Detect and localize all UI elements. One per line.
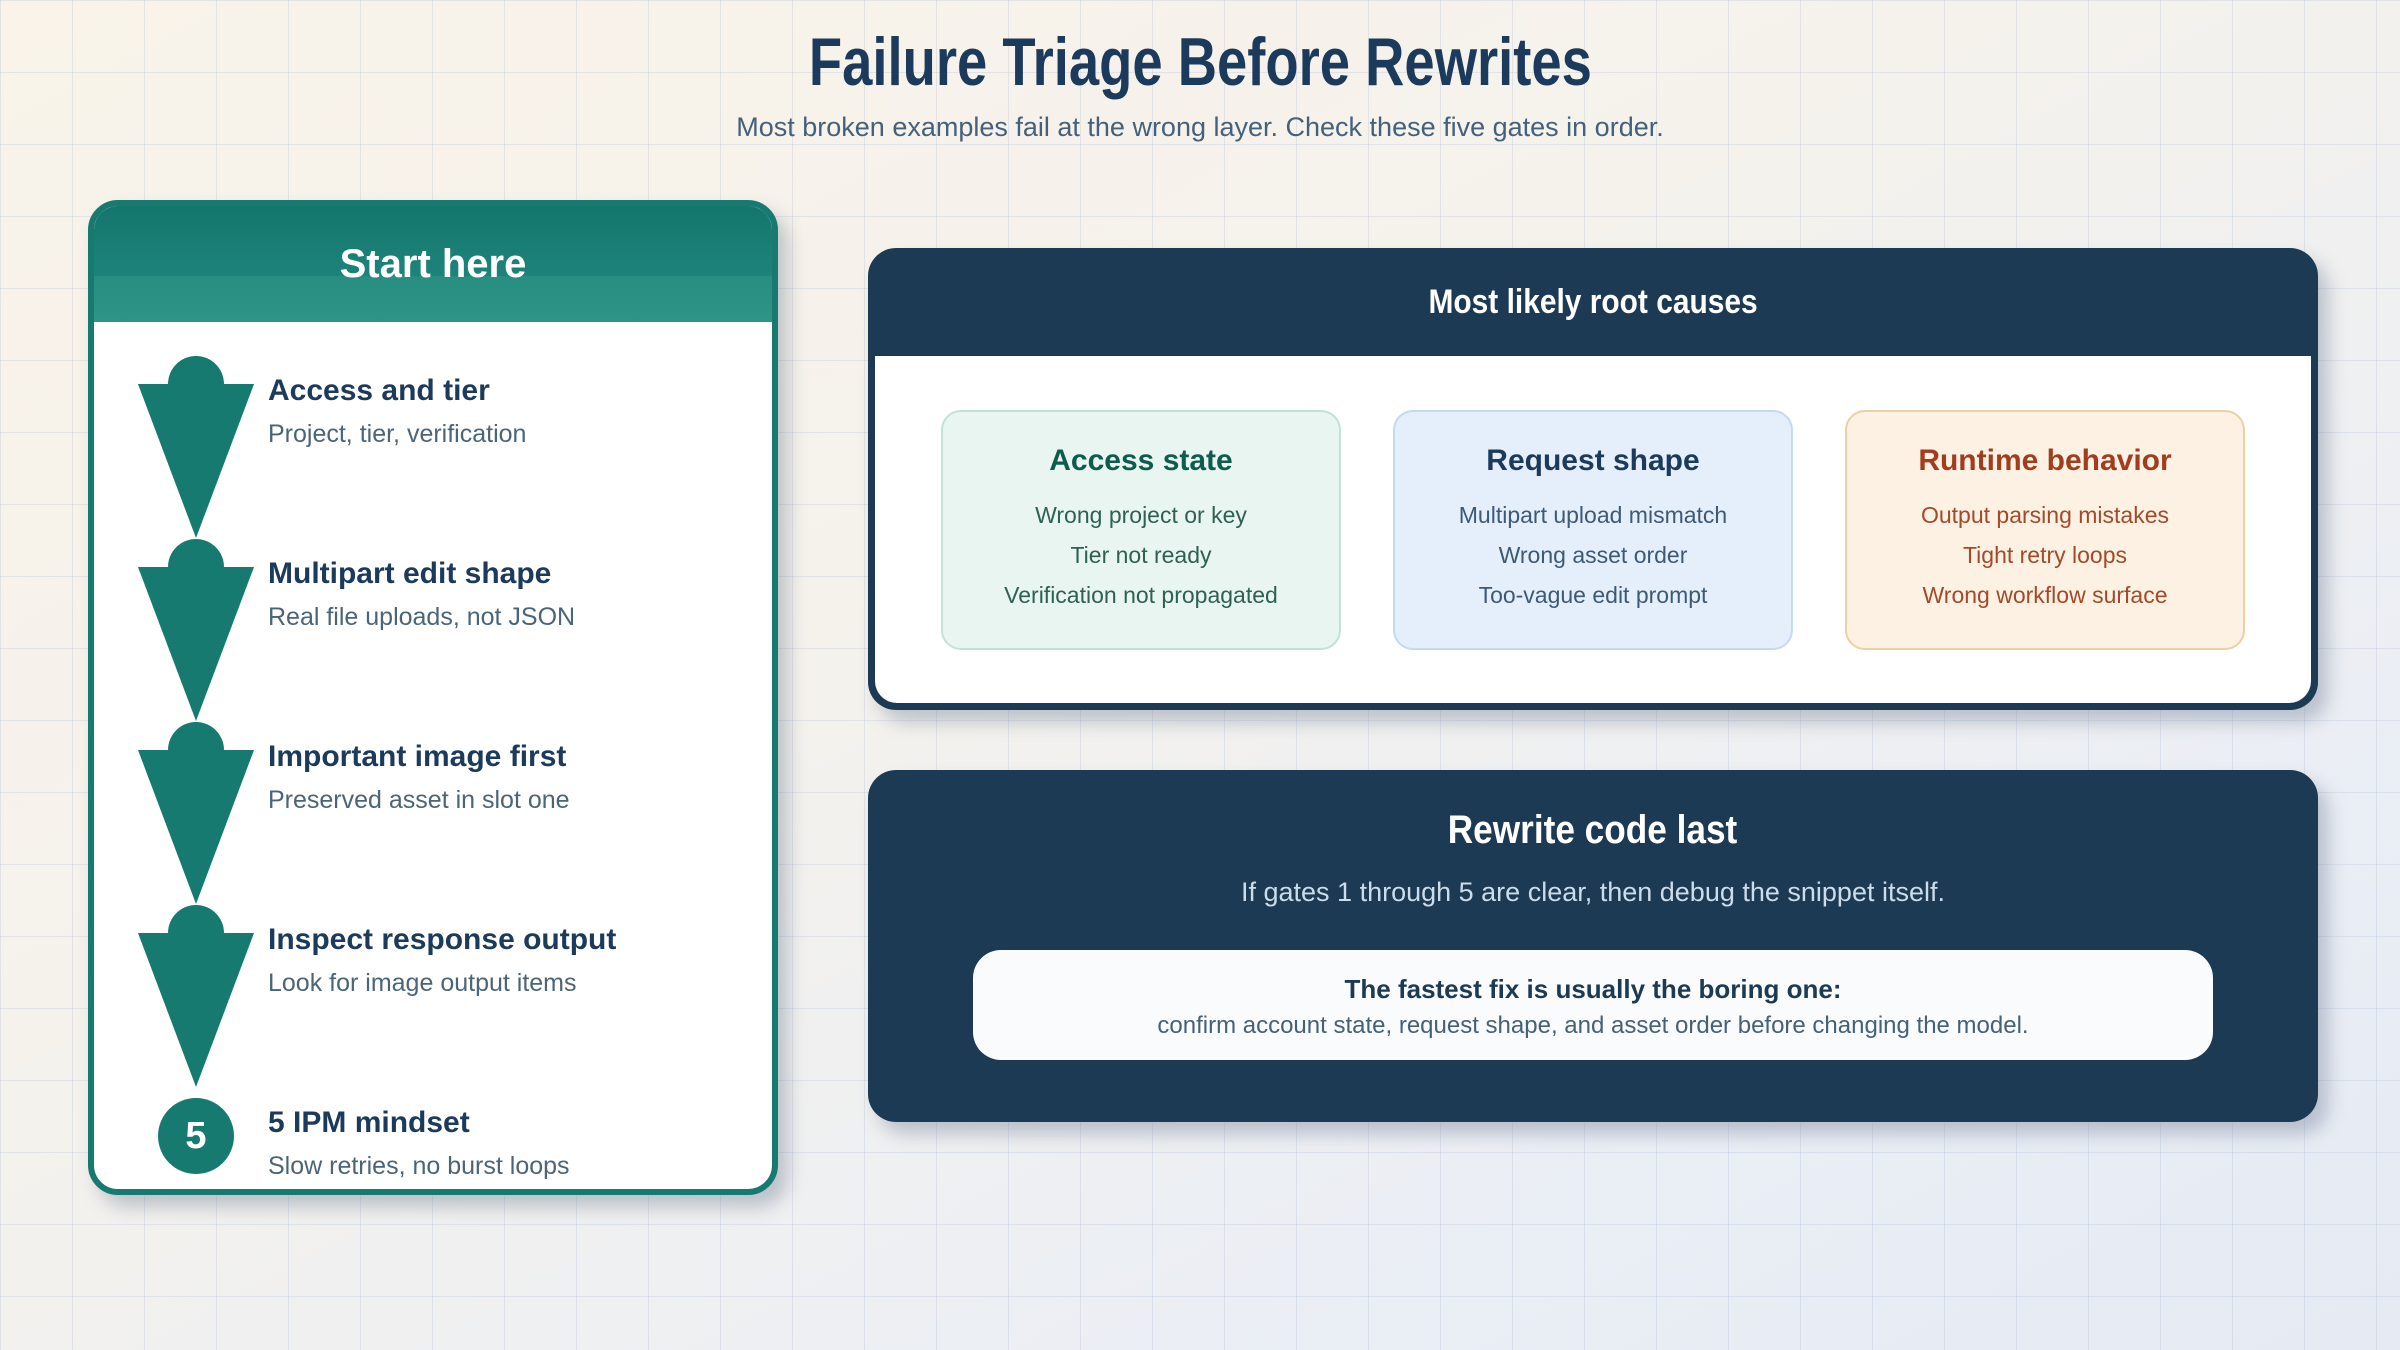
- rewrite-panel-title-text: Rewrite code last: [1448, 808, 1738, 852]
- step-desc: Slow retries, no burst loops: [268, 1152, 570, 1180]
- step-3-icon-col: [134, 722, 258, 915]
- rewrite-panel: Rewrite code last If gates 1 through 5 a…: [868, 770, 2318, 1122]
- step-desc: Look for image output items: [268, 969, 577, 997]
- card-item: Wrong workflow surface: [1922, 581, 2168, 608]
- card-item: Output parsing mistakes: [1920, 501, 2169, 528]
- step-2-icon-col: [134, 539, 258, 732]
- card-item: Verification not propagated: [1004, 581, 1278, 608]
- page-subtitle: Most broken examples fail at the wrong l…: [736, 112, 1664, 142]
- step-title: Important image first: [268, 740, 567, 773]
- root-causes-body: Access state Wrong project or key Tier n…: [875, 356, 2311, 703]
- card-item: Tier not ready: [1070, 541, 1212, 568]
- page-title: Failure Triage Before Rewrites: [0, 28, 2400, 96]
- card-item: Multipart upload mismatch: [1458, 501, 1728, 528]
- step-inspect-response-output: Inspect response output Look for image o…: [134, 905, 772, 1098]
- funnel-arrow-icon: [138, 905, 254, 1087]
- card-runtime-behavior: Runtime behavior Output parsing mistakes…: [1845, 409, 2245, 650]
- rewrite-note-card: The fastest fix is usually the boring on…: [973, 950, 2213, 1060]
- page-title-text: Failure Triage Before Rewrites: [808, 24, 1592, 100]
- page-header: Failure Triage Before Rewrites Most brok…: [0, 28, 2400, 143]
- funnel-panel-header: Start here: [94, 206, 772, 322]
- step-3-text: Important image first Preserved asset in…: [258, 732, 570, 915]
- step-important-image-first: Important image first Preserved asset in…: [134, 722, 772, 915]
- step-2-text: Multipart edit shape Real file uploads, …: [258, 549, 575, 732]
- step-5-badge: 5: [158, 1098, 234, 1174]
- root-causes-panel: Most likely root causes Access state Wro…: [868, 248, 2318, 710]
- card-title: Runtime behavior: [1918, 443, 2172, 477]
- rewrite-note-body: confirm account state, request shape, an…: [1157, 1012, 2029, 1039]
- step-multipart-edit-shape: Multipart edit shape Real file uploads, …: [134, 539, 772, 732]
- card-item: Wrong project or key: [1035, 501, 1247, 528]
- step-desc: Preserved asset in slot one: [268, 786, 570, 814]
- step-5-text: 5 IPM mindset Slow retries, no burst loo…: [258, 1098, 570, 1181]
- root-causes-header-text: Most likely root causes: [1428, 282, 1758, 321]
- step-title: Multipart edit shape: [268, 557, 552, 590]
- card-title: Access state: [1049, 443, 1233, 477]
- card-title: Request shape: [1486, 443, 1700, 477]
- card-item: Wrong asset order: [1498, 541, 1688, 568]
- card-item: Tight retry loops: [1962, 541, 2128, 568]
- funnel-arrow-icon: [138, 539, 254, 721]
- step-4-icon-col: [134, 905, 258, 1098]
- step-desc: Project, tier, verification: [268, 420, 527, 448]
- step-title: Inspect response output: [268, 923, 617, 956]
- card-request-shape: Request shape Multipart upload mismatch …: [1393, 409, 1793, 650]
- card-item: Too-vague edit prompt: [1478, 581, 1708, 608]
- root-causes-header: Most likely root causes: [868, 248, 2318, 356]
- step-title: 5 IPM mindset: [268, 1106, 470, 1139]
- step-4-text: Inspect response output Look for image o…: [258, 915, 616, 1098]
- step-desc: Real file uploads, not JSON: [268, 603, 576, 631]
- rewrite-panel-subtitle: If gates 1 through 5 are clear, then deb…: [1241, 877, 1945, 907]
- rewrite-panel-title: Rewrite code last: [868, 808, 2318, 853]
- step-access-and-tier: Access and tier Project, tier, verificat…: [134, 356, 772, 549]
- step-5-icon-col: 5: [134, 1098, 258, 1181]
- step-title: Access and tier: [268, 374, 490, 407]
- funnel-steps: Access and tier Project, tier, verificat…: [94, 322, 772, 1181]
- funnel-arrow-icon: [138, 356, 254, 538]
- funnel-panel: Start here Access and tier Project, tier…: [88, 200, 778, 1195]
- card-access-state: Access state Wrong project or key Tier n…: [941, 409, 1341, 650]
- funnel-arrow-icon: [138, 722, 254, 904]
- step-1-text: Access and tier Project, tier, verificat…: [258, 366, 526, 549]
- step-1-icon-col: [134, 356, 258, 549]
- rewrite-note-title: The fastest fix is usually the boring on…: [1344, 974, 1842, 1004]
- step-5-ipm-mindset: 5 5 IPM mindset Slow retries, no burst l…: [134, 1098, 772, 1181]
